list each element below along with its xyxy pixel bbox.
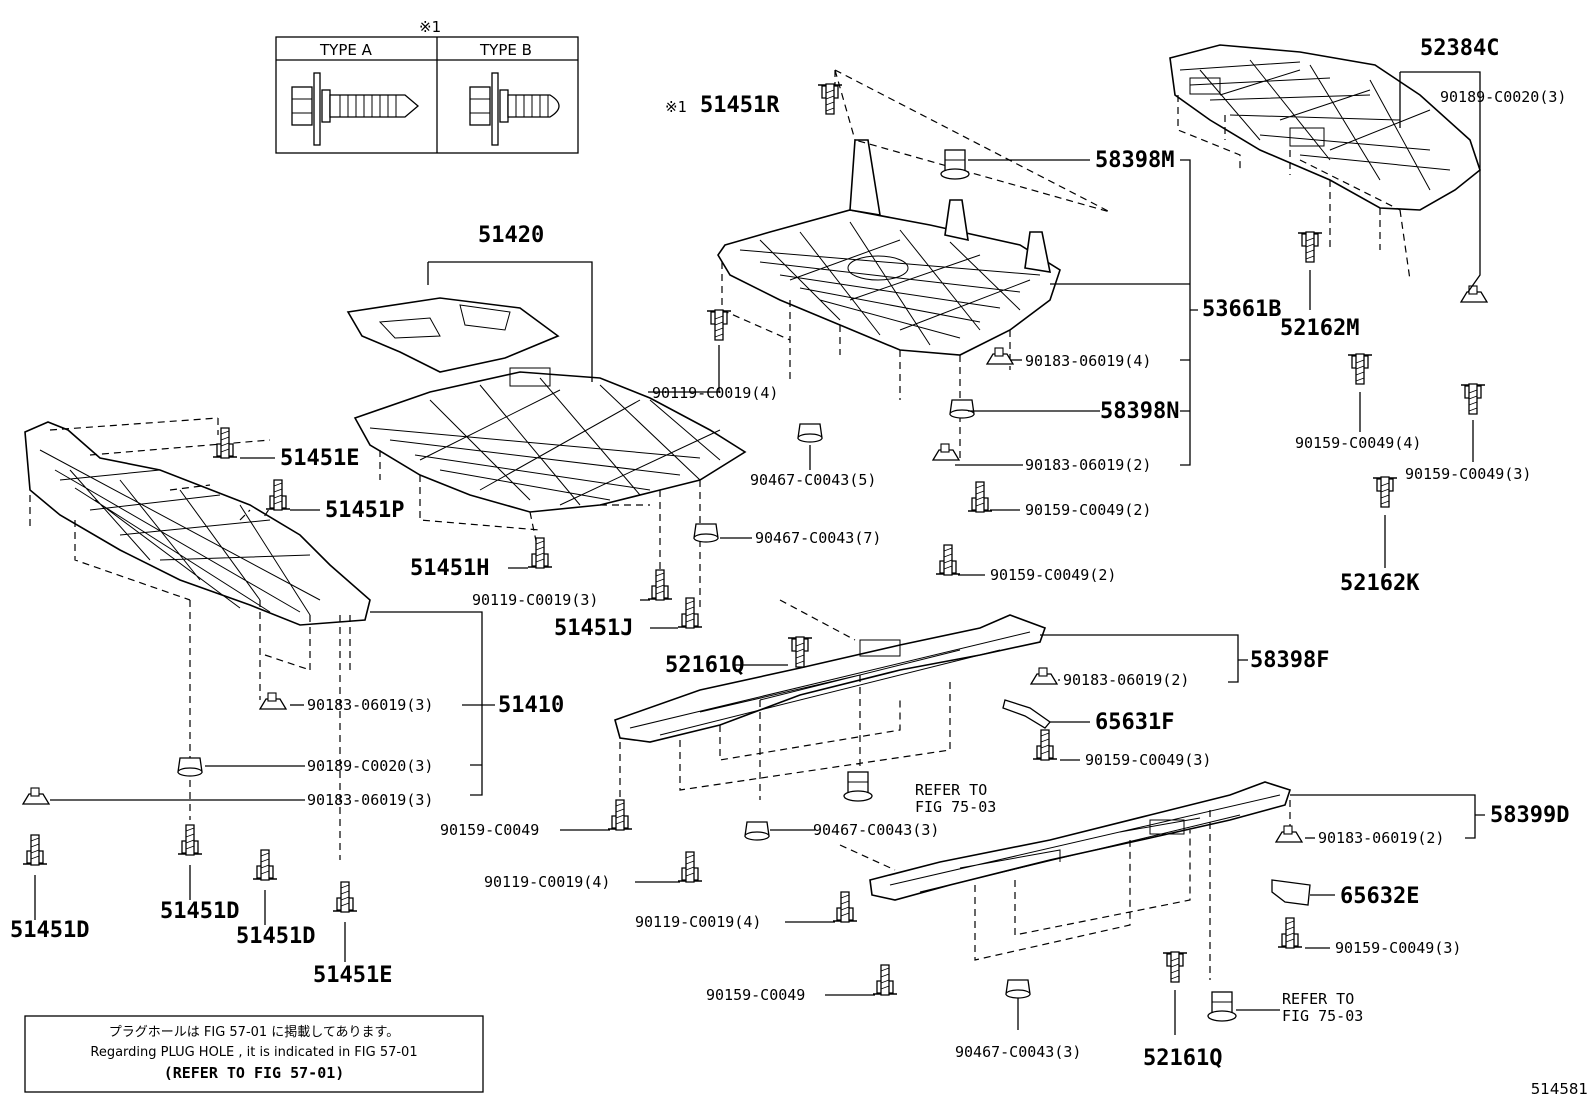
panel-58398f	[614, 599, 1047, 800]
label-52161q-b: 52161Q	[1143, 1046, 1222, 1071]
label-51451r: 51451R	[700, 93, 780, 118]
note-line-3: (REFER TO FIG 57-01)	[164, 1064, 345, 1082]
label-90119-c0019-4a: 90119-C0019(4)	[652, 384, 778, 402]
type-b-header: TYPE B	[479, 41, 532, 59]
label-51410: 51410	[498, 693, 564, 718]
label-90119-c0019-4b: 90119-C0019(4)	[484, 873, 610, 891]
label-51420: 51420	[478, 223, 544, 248]
label-90467-c0043-3b: 90467-C0043(3)	[955, 1043, 1081, 1061]
label-51451p: 51451P	[325, 498, 404, 523]
label-90183-06019-2c: 90183-06019(2)	[1318, 829, 1444, 847]
panel-58399d	[839, 781, 1292, 980]
bolt-type-b-icon	[469, 72, 560, 146]
leader-lines	[34, 71, 1485, 1035]
note-box: プラグホールは FIG 57-01 に掲載してあります。 Regarding P…	[24, 1015, 484, 1093]
label-51451r-mark: ※1	[665, 98, 687, 116]
label-fig-75-03-2: FIG 75-03	[1282, 1007, 1363, 1025]
panel-51410	[24, 417, 371, 860]
label-90159-c0049-2a: 90159-C0049(2)	[1025, 501, 1151, 519]
label-90183-06019-3b: 90183-06019(3)	[307, 791, 433, 809]
label-51451d-b: 51451D	[160, 899, 239, 924]
label-refer-to-1: REFER TO	[915, 781, 987, 799]
label-51451h: 51451H	[410, 556, 489, 581]
label-fig-75-03-1: FIG 75-03	[915, 798, 996, 816]
label-90119-c0019-4c: 90119-C0019(4)	[635, 913, 761, 931]
label-51451d-c: 51451D	[236, 924, 315, 949]
label-90183-06019-2b: 90183-06019(2)	[1063, 671, 1189, 689]
label-53661b: 53661B	[1202, 297, 1281, 322]
label-90159-c0049-single-a: 90159-C0049	[440, 821, 539, 839]
label-52162m: 52162M	[1280, 316, 1359, 341]
label-90189-c0020-3: 90189-C0020(3)	[1440, 88, 1566, 106]
fasteners	[22, 83, 1488, 1022]
bolt-type-a-icon	[291, 72, 420, 146]
label-refer-to-2: REFER TO	[1282, 990, 1354, 1008]
panel-51420	[346, 297, 560, 373]
label-90159-c0049-2b: 90159-C0049(2)	[990, 566, 1116, 584]
label-51451e-b: 51451E	[313, 963, 392, 988]
label-51451e-a: 51451E	[280, 446, 359, 471]
label-90183-06019-3a: 90183-06019(3)	[307, 696, 433, 714]
label-90159-c0049-3b: 90159-C0049(3)	[1085, 751, 1211, 769]
panel-53661b	[717, 69, 1111, 460]
figure-id: 514581	[1531, 1080, 1588, 1098]
label-65631f: 65631F	[1095, 710, 1174, 735]
type-table: ※1 TYPE A TYPE B	[275, 18, 579, 154]
label-52161q-a: 52161Q	[665, 653, 744, 678]
panel-52384c	[1169, 44, 1481, 281]
label-51451j: 51451J	[554, 616, 633, 641]
label-90183-06019-2a: 90183-06019(2)	[1025, 456, 1151, 474]
note-line-2: Regarding PLUG HOLE , it is indicated in…	[90, 1045, 417, 1060]
label-52162k: 52162K	[1340, 571, 1420, 596]
label-90189-c0020-3b: 90189-C0020(3)	[307, 757, 433, 775]
label-90183-06019-4: 90183-06019(4)	[1025, 352, 1151, 370]
type-a-header: TYPE A	[319, 41, 373, 59]
type-table-marker: ※1	[419, 18, 441, 36]
label-51451d-a: 51451D	[10, 918, 89, 943]
label-58398m: 58398M	[1095, 148, 1174, 173]
label-90159-c0049-single-b: 90159-C0049	[706, 986, 805, 1004]
part-labels: 52384C 90189-C0020(3) ※1 51451R 58398M 5…	[10, 36, 1569, 1071]
label-90467-c0043-7: 90467-C0043(7)	[755, 529, 881, 547]
label-58398n: 58398N	[1100, 399, 1179, 424]
label-58399d: 58399D	[1490, 803, 1569, 828]
label-90159-c0049-3a: 90159-C0049(3)	[1405, 465, 1531, 483]
label-90159-c0049-3c: 90159-C0049(3)	[1335, 939, 1461, 957]
label-90467-c0043-3a: 90467-C0043(3)	[813, 821, 939, 839]
label-90159-c0049-4: 90159-C0049(4)	[1295, 434, 1421, 452]
label-65632e: 65632E	[1340, 884, 1419, 909]
label-58398f: 58398F	[1250, 648, 1329, 673]
note-line-1: プラグホールは FIG 57-01 に掲載してあります。	[109, 1024, 399, 1040]
panel-center	[353, 367, 747, 610]
label-52384c: 52384C	[1420, 36, 1499, 61]
label-90119-c0019-3: 90119-C0019(3)	[472, 591, 598, 609]
label-90467-c0043-5: 90467-C0043(5)	[750, 471, 876, 489]
